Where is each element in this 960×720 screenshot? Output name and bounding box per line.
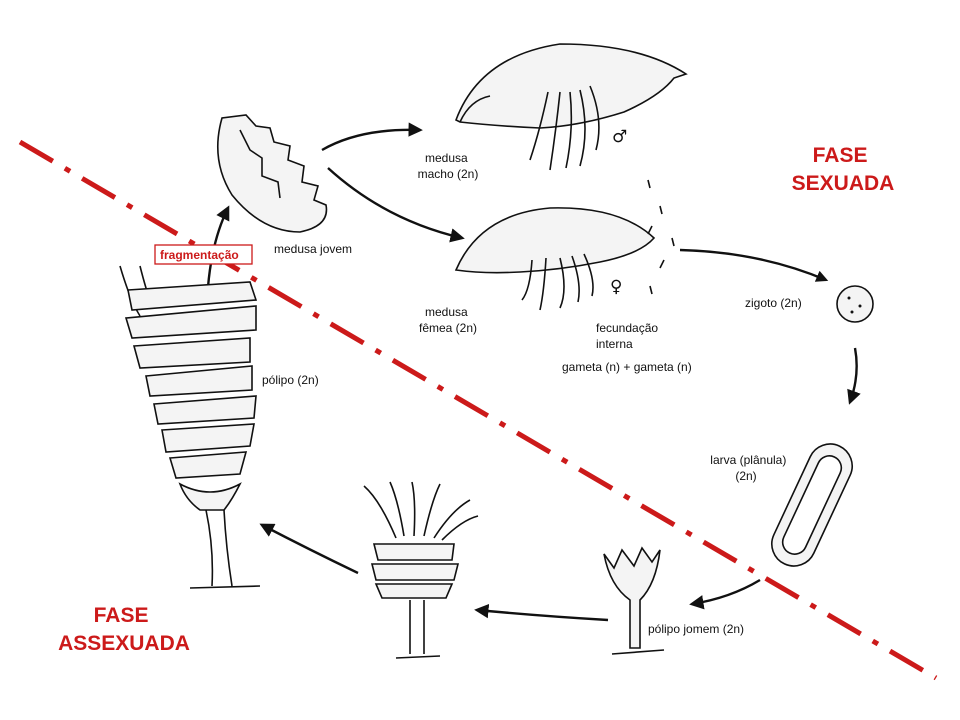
label-fragmentacao: fragmentação <box>160 248 239 262</box>
phase-sexual-title: FASE SEXUADA <box>792 144 895 195</box>
label-polipo-jovem: pólipo jomem (2n) <box>648 622 744 636</box>
male-medusa-icon <box>454 43 688 171</box>
phase-asexual-line2: ASSEXUADA <box>58 632 190 655</box>
label-larva-line2: (2n) <box>735 469 756 483</box>
label-larva: larva (plânula) (2n) <box>710 453 789 483</box>
label-larva-line1: larva (plânula) <box>710 453 786 467</box>
zygote-icon <box>836 285 874 323</box>
label-medusa-femea-line2: fêmea (2n) <box>419 321 477 335</box>
young-medusa-icon <box>217 114 328 233</box>
label-medusa-macho: medusa macho (2n) <box>418 151 479 181</box>
arrow-to-strobila <box>474 603 609 622</box>
phase-asexual-line1: FASE <box>94 604 149 627</box>
label-medusa-macho-line1: medusa <box>425 151 468 165</box>
arrow-to-male-medusa <box>321 122 423 152</box>
female-symbol: ♀ <box>610 277 622 297</box>
diagram-labels: medusa jovem fragmentação medusa macho (… <box>154 127 802 636</box>
male-symbol: ♂ <box>612 127 627 147</box>
label-medusa-femea-line1: medusa <box>425 305 468 319</box>
label-fecundacao-line1: fecundação <box>596 321 658 335</box>
label-medusa-jovem: medusa jovem <box>274 242 352 256</box>
label-zigoto: zigoto (2n) <box>745 296 802 310</box>
polyp-icon <box>119 265 261 589</box>
female-medusa-icon <box>454 207 656 311</box>
label-polipo: pólipo (2n) <box>262 373 319 387</box>
label-medusa-femea: medusa fêmea (2n) <box>419 305 477 335</box>
arrow-to-polyp <box>259 523 359 575</box>
arrow-to-zygote <box>679 248 829 282</box>
arrow-to-larva <box>847 347 861 405</box>
planula-larva-icon <box>771 443 853 567</box>
strobila-icon <box>363 481 479 659</box>
arrow-to-young-medusa <box>206 205 230 288</box>
fragmentacao-box <box>154 244 253 265</box>
arrow-to-female-medusa <box>327 167 465 243</box>
cycle-arrows <box>206 122 861 622</box>
label-fecundacao: fecundação interna <box>596 321 661 351</box>
label-fecundacao-line2: interna <box>596 337 633 351</box>
young-polyp-icon <box>603 546 665 655</box>
phase-titles: FASE SEXUADA FASE ASSEXUADA <box>58 144 894 655</box>
label-gametas: gameta (n) + gameta (n) <box>562 360 692 374</box>
phase-divider-line <box>18 139 938 681</box>
label-medusa-macho-line2: macho (2n) <box>418 167 479 181</box>
phase-sexual-line2: SEXUADA <box>792 172 895 195</box>
arrow-to-young-polyp <box>689 578 761 610</box>
phase-sexual-line1: FASE <box>813 144 868 167</box>
phase-asexual-title: FASE ASSEXUADA <box>58 604 190 655</box>
gamete-sperm-marks <box>647 179 675 295</box>
